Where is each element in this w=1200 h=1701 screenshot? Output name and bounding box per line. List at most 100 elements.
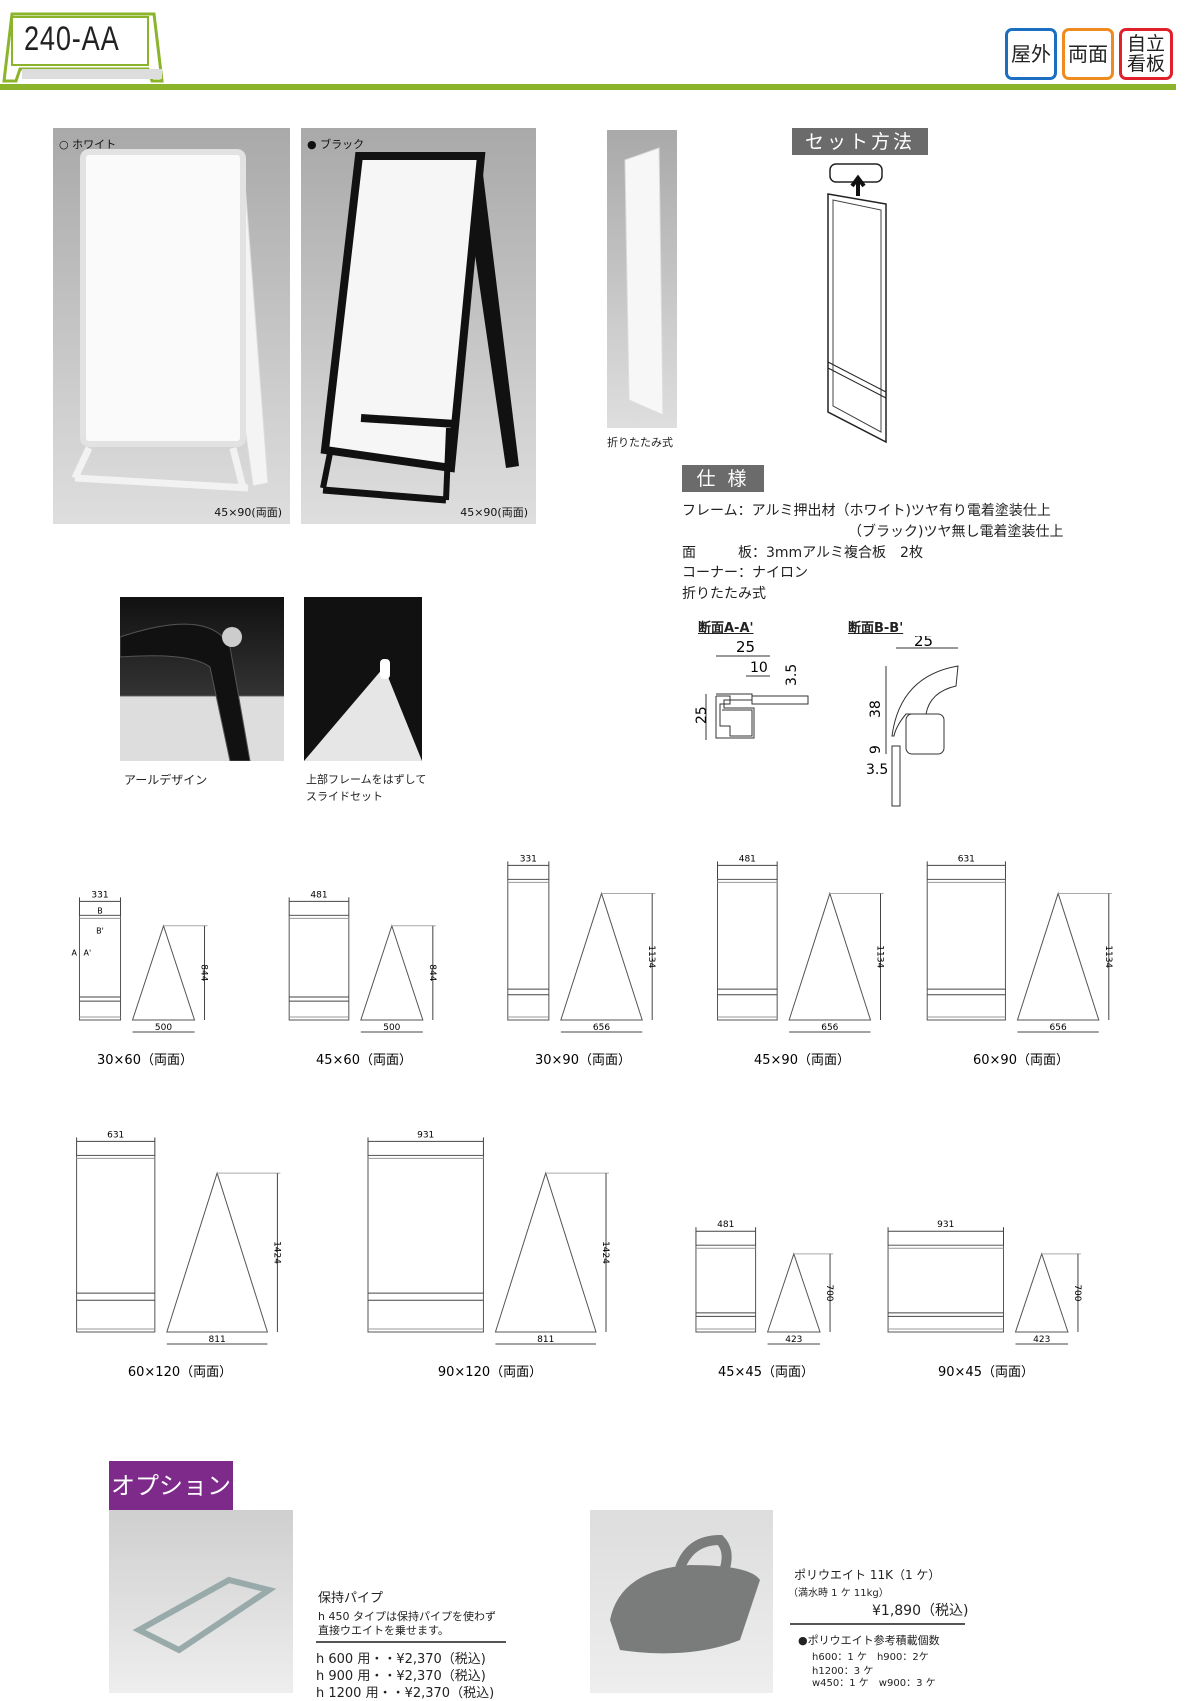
side-view-a-frame [1014, 1252, 1069, 1333]
dim-b-height: 38 [868, 700, 884, 718]
base-label: 656 [1050, 1023, 1067, 1033]
photo-poly-weight [590, 1510, 773, 1693]
photo-arc-design [119, 597, 284, 762]
weight-illustration [610, 1534, 760, 1654]
width-label: 931 [937, 1220, 954, 1230]
front-view-frame [695, 1244, 757, 1333]
marker-b-prime: B' [96, 926, 104, 935]
badge-outdoor: 屋外 [1005, 28, 1057, 80]
width-label: 481 [310, 890, 327, 900]
photo-folded-stand [607, 130, 677, 428]
options-heading: オプション [109, 1461, 233, 1511]
photo-holding-pipe [109, 1510, 293, 1693]
size-caption: 45×90（両面） [754, 1053, 850, 1068]
base-label: 423 [785, 1335, 802, 1345]
base-label: 656 [821, 1023, 838, 1033]
slide-caption-1: 上部フレームをはずして [306, 773, 427, 786]
front-view-frame [887, 1244, 1004, 1333]
front-view-frame [507, 878, 550, 1021]
width-label: 631 [107, 1130, 124, 1140]
weight-note: （満水時 1 ケ 11kg） [788, 1588, 889, 1599]
front-view-frame [926, 878, 1006, 1021]
folded-caption: 折りたたみ式 [607, 436, 673, 449]
size-caption: 60×120（両面） [128, 1365, 232, 1380]
header-rule [0, 84, 1176, 90]
spec-heading: 仕 様 [682, 465, 764, 492]
dim-b-lip: 9 [868, 745, 884, 754]
weight-ref-1: h600：1 ケ h900：2ケ [812, 1652, 929, 1663]
pipe-divider [316, 1641, 506, 1643]
base-label: 500 [383, 1023, 400, 1033]
white-stand-illustration [71, 149, 269, 492]
dim-a-lip: 10 [750, 660, 768, 676]
side-view-a-frame [494, 1171, 597, 1333]
slide-corner-illustration [304, 659, 422, 761]
side-view-a-frame [788, 891, 872, 1021]
height-label: 1424 [600, 1241, 610, 1264]
size-caption: 90×120（両面） [438, 1365, 542, 1380]
side-view-a-frame [131, 924, 196, 1021]
marker-b: B [97, 906, 103, 915]
black-label-text: ブラック [320, 138, 365, 151]
pipe-note-2: 直接ウエイトを乗せます。 [318, 1624, 449, 1637]
setup-method-heading: セット方法 [792, 128, 928, 155]
base-label: 500 [155, 1023, 172, 1033]
width-label: 331 [91, 890, 108, 900]
front-view-frame [367, 1154, 484, 1333]
pipe-illustration [132, 1576, 277, 1654]
height-label: 844 [199, 964, 209, 981]
white-label-text: ホワイト [72, 138, 117, 151]
spec-frame-black: （ブラック)ツヤ無し電着塗装仕上 [848, 524, 1064, 540]
height-label: 700 [1072, 1284, 1082, 1301]
side-view-a-frame [560, 891, 643, 1021]
width-label: 331 [520, 854, 537, 864]
spec-folding: 折りたたみ式 [682, 586, 766, 602]
section-b-title: 断面B-B' [848, 621, 904, 636]
weight-name: ポリウエイト 11K（1 ケ） [794, 1568, 941, 1582]
size-caption: 30×90（両面） [535, 1053, 631, 1068]
dim-b-panel: 3.5 [866, 762, 888, 778]
size-caption: 45×60（両面） [316, 1053, 412, 1068]
photo-slide-set [304, 597, 422, 761]
width-label: 481 [717, 1220, 734, 1230]
height-label: 1424 [271, 1241, 281, 1264]
width-label: 481 [739, 854, 756, 864]
badge-freestanding: 自立看板 [1119, 28, 1173, 80]
section-b-drawing: 25 38 9 3.5 [866, 636, 959, 807]
side-view-a-frame [166, 1171, 269, 1333]
front-view-frame [76, 1154, 156, 1333]
base-label: 811 [209, 1335, 226, 1345]
spec-frame: フレーム：アルミ押出材（ホワイト)ツヤ有り電着塗装仕上 [682, 503, 1051, 519]
width-label: 931 [417, 1130, 434, 1140]
section-a-title: 断面A-A' [698, 621, 754, 636]
size-caption: 60×90（両面） [973, 1053, 1069, 1068]
height-label: 1134 [1103, 945, 1113, 968]
arc-design-caption: アールデザイン [124, 773, 208, 787]
front-view-frame [717, 878, 778, 1021]
dim-a-width: 25 [736, 638, 755, 656]
height-label: 1134 [874, 945, 884, 968]
weight-ref-title: ●ポリウエイト参考積載個数 [798, 1634, 940, 1647]
spec-corner: コーナー：ナイロン [682, 565, 808, 581]
black-color-label: ● ブラック [307, 138, 365, 151]
dim-b-width: 25 [914, 636, 933, 650]
model-logo-frame [2, 12, 164, 83]
pipe-price-1200: h 1200 用・・¥2,370（税込) [316, 1686, 495, 1701]
photo-black-stand: ● ブラック 45×90(両面) [301, 128, 536, 524]
section-a-drawing: 25 10 3.5 25 [694, 638, 809, 740]
height-label: 700 [824, 1284, 834, 1301]
spec-panel: 面 板：3mmアルミ複合板 2枚 [682, 545, 923, 561]
pipe-name: 保持パイプ [318, 1591, 384, 1606]
size-caption: 45×45（両面） [718, 1365, 814, 1380]
height-label: 844 [427, 964, 437, 981]
marker-a-prime: A' [83, 948, 91, 957]
base-label: 656 [593, 1023, 610, 1033]
weight-price: ¥1,890（税込) [872, 1603, 969, 1619]
slide-caption-2: スライドセット [306, 790, 383, 803]
size-caption: 30×60（両面） [97, 1053, 193, 1068]
height-label: 1134 [646, 945, 656, 968]
white-photo-caption: 45×90(両面) [214, 506, 282, 519]
dim-a-thickness: 3.5 [784, 664, 800, 686]
model-number: 240-AA [24, 20, 120, 58]
